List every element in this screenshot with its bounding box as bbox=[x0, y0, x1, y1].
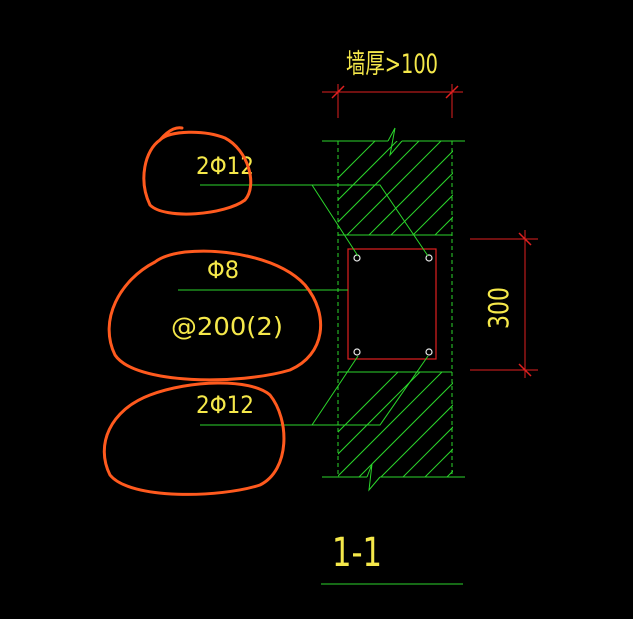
rebar-dot-top-left bbox=[353, 254, 361, 262]
hatch-lower bbox=[338, 372, 453, 477]
annotation-circle-top bbox=[142, 126, 253, 216]
section-title-group: 1-1 bbox=[321, 530, 463, 585]
annotation-circle-middle bbox=[107, 249, 322, 382]
dimension-height: 300 bbox=[470, 230, 538, 378]
leader-lines bbox=[178, 184, 429, 426]
stirrup-spacing-label: @200(2) bbox=[171, 312, 283, 341]
rebar-dot-bottom-left bbox=[353, 348, 361, 356]
stirrup-label: Φ8 bbox=[207, 256, 239, 284]
rebar-dot-top-right bbox=[425, 254, 433, 262]
stirrup-outline bbox=[347, 248, 437, 360]
height-dimension-label: 300 bbox=[482, 287, 515, 329]
hatch-upper bbox=[338, 141, 453, 235]
annotation-circle-bottom bbox=[102, 381, 286, 496]
section-title: 1-1 bbox=[332, 530, 382, 576]
bottom-rebar-label: 2Φ12 bbox=[196, 391, 254, 419]
rebar-dot-bottom-right bbox=[425, 348, 433, 356]
wall-thickness-label: 墙厚>100 bbox=[346, 49, 438, 80]
top-rebar-label: 2Φ12 bbox=[196, 152, 254, 180]
wall-section bbox=[322, 127, 465, 492]
annotation-marks bbox=[102, 126, 322, 496]
dimension-wall-thickness: 墙厚>100 bbox=[322, 49, 463, 118]
